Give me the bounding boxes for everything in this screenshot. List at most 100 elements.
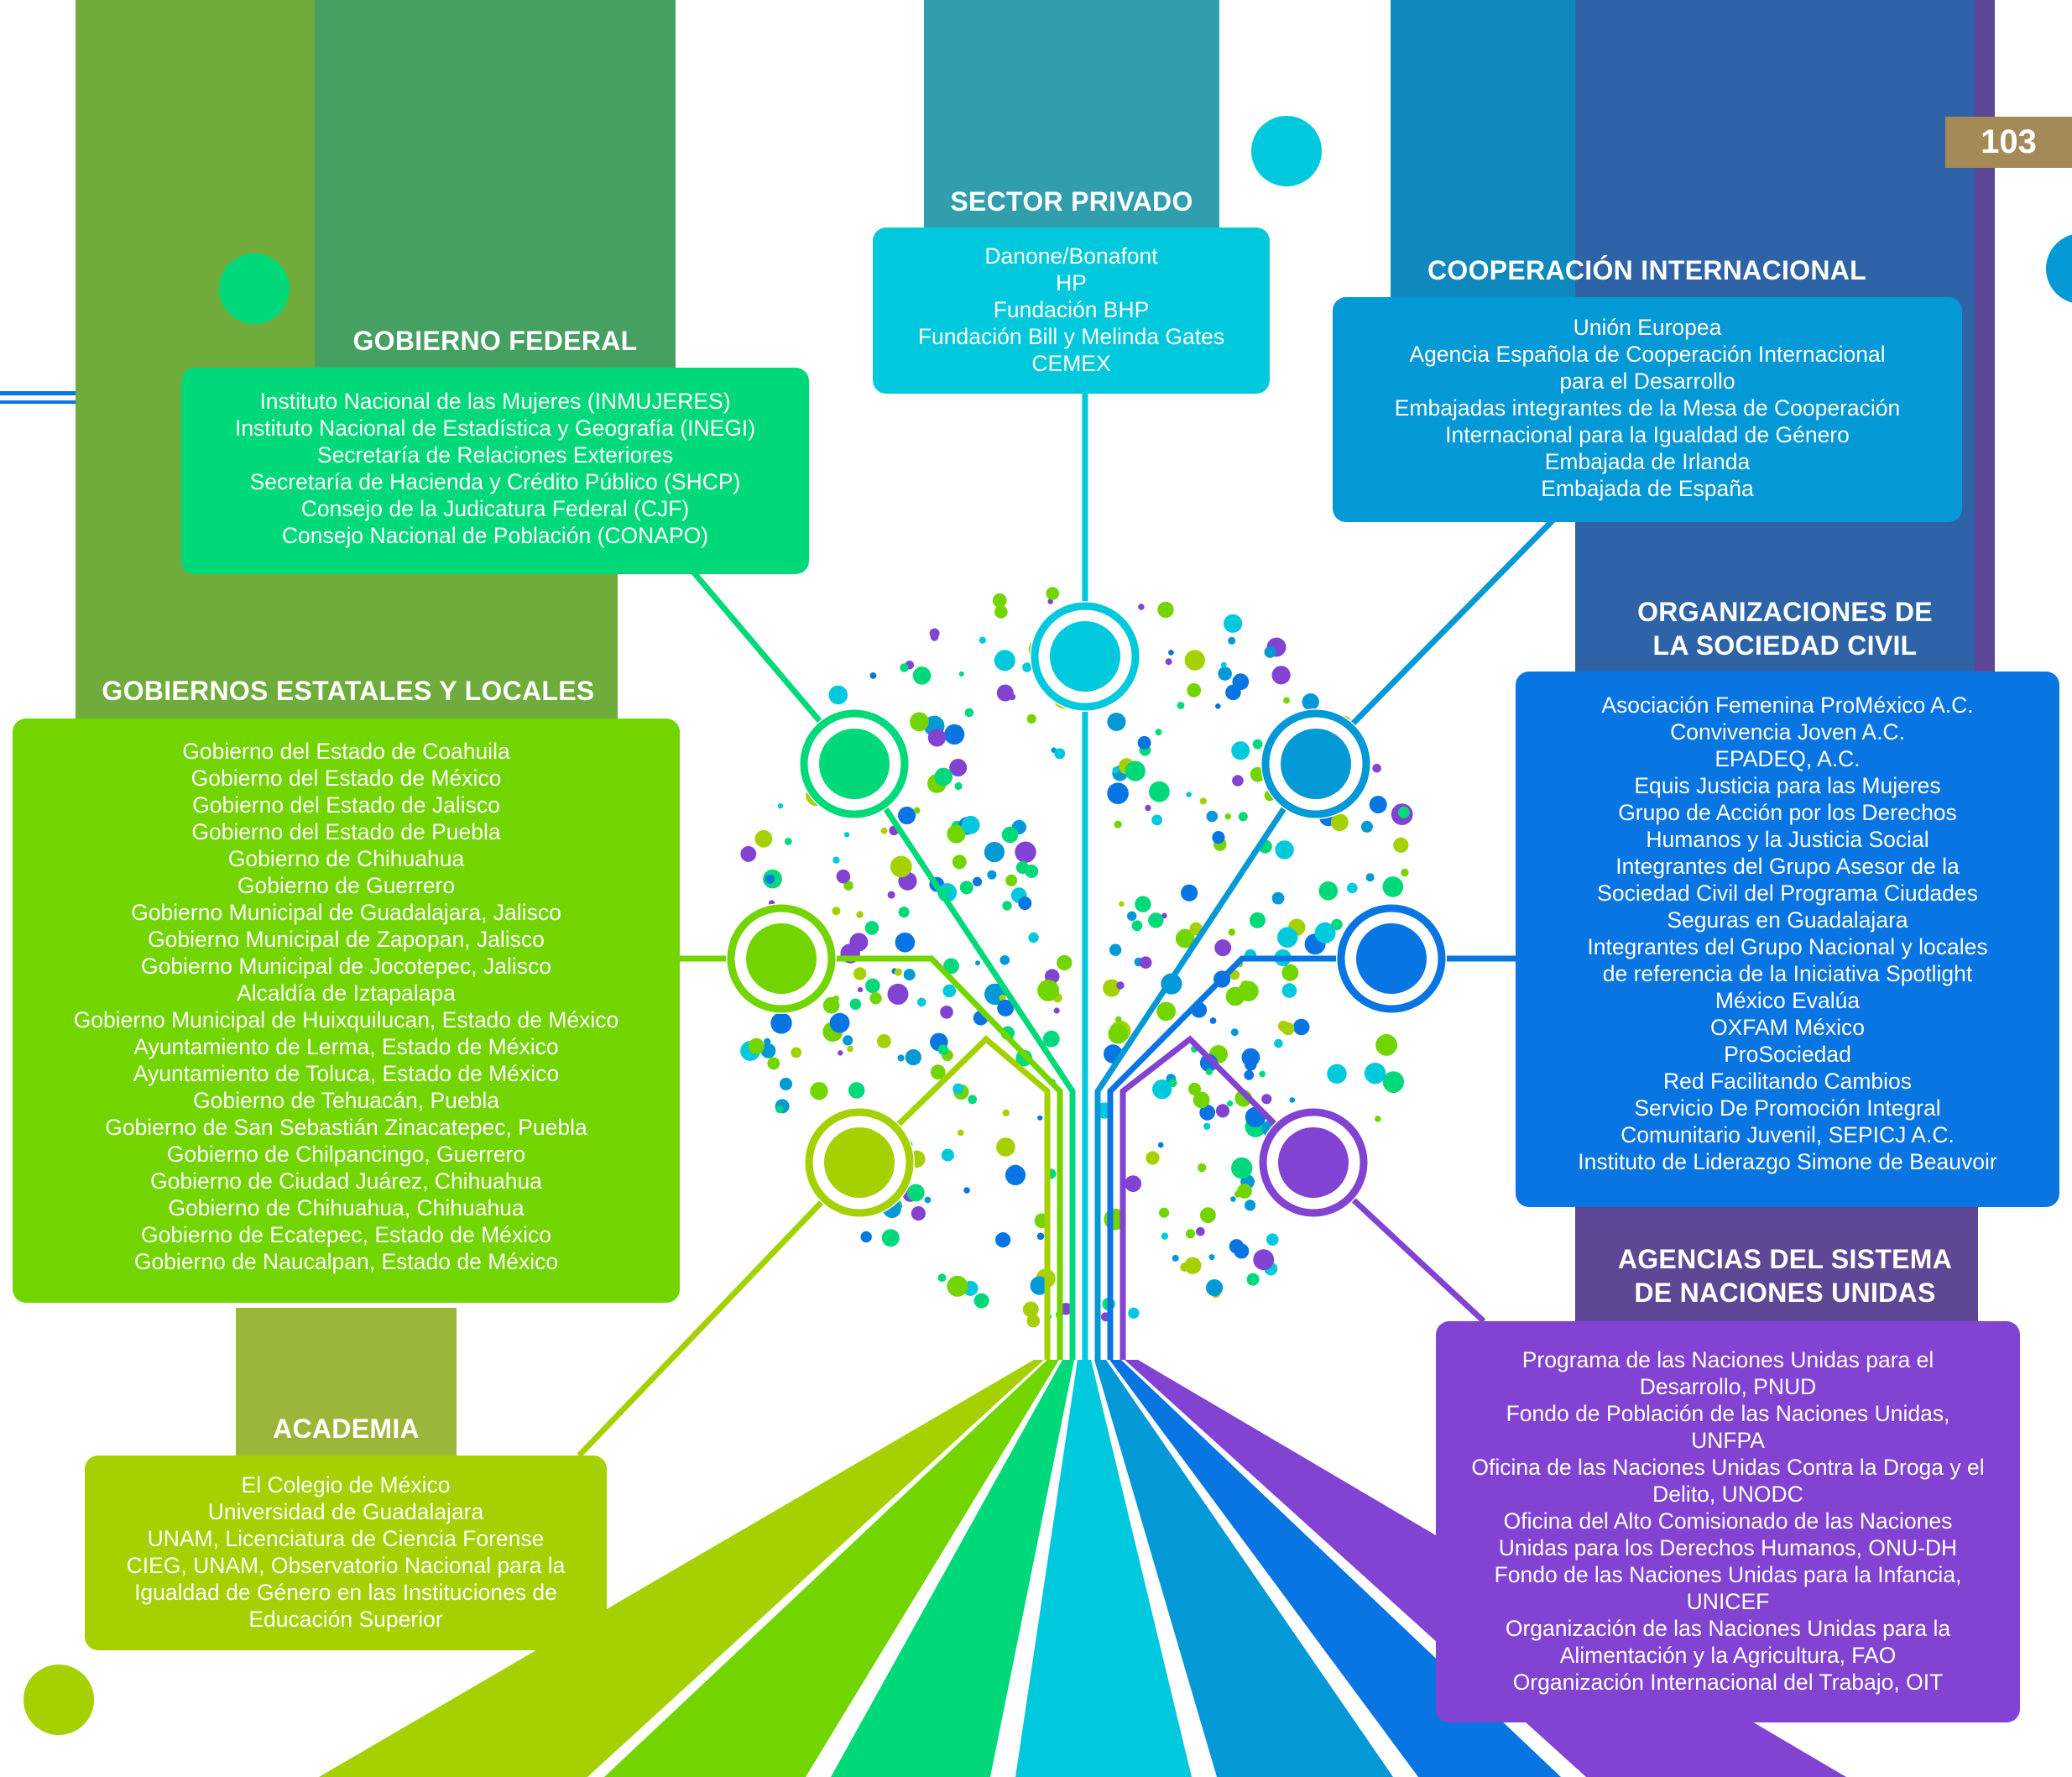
dot: [1109, 943, 1122, 956]
dot: [1238, 812, 1248, 822]
onu-title-line-2: DE NACIONES UNIDAS: [1634, 1278, 1936, 1308]
dot: [1206, 810, 1219, 823]
osc-item: ProSociedad: [1724, 1042, 1851, 1067]
dot: [1042, 1030, 1060, 1048]
dot: [952, 855, 967, 870]
estatales-item: Gobierno de Naucalpan, Estado de México: [133, 1249, 559, 1274]
federal-item: Secretaría de Hacienda y Crédito Público…: [249, 469, 741, 494]
federal-item: Secretaría de Relaciones Exteriores: [316, 442, 674, 468]
dot: [1292, 1018, 1310, 1036]
dot: [1108, 1023, 1129, 1044]
dot: [1264, 645, 1276, 658]
dot: [1187, 682, 1202, 698]
dot: [832, 856, 840, 864]
dot: [987, 870, 997, 880]
dot: [1302, 693, 1319, 711]
dot: [1261, 1094, 1272, 1105]
node-ring: [1337, 904, 1446, 1013]
privado-item: Fundación BHP: [993, 297, 1150, 322]
dot: [1375, 1116, 1381, 1122]
privado-title: SECTOR PRIVADO: [950, 186, 1193, 217]
dot: [1331, 918, 1343, 931]
dot: [1112, 766, 1120, 774]
dot: [1231, 1157, 1253, 1179]
dot: [843, 1035, 853, 1046]
cooperacion-item: Agencia Española de Cooperación Internac…: [1409, 342, 1886, 367]
osc-item: Humanos y la Justicia Social: [1646, 827, 1929, 852]
estatales-item: Gobierno del Estado de México: [190, 766, 502, 791]
dot: [975, 960, 980, 966]
dot: [1214, 939, 1232, 957]
node-ring: [1259, 1108, 1368, 1217]
dot: [887, 983, 909, 1005]
onu-item: Fondo de Población de las Naciones Unida…: [1506, 1401, 1950, 1426]
dot: [777, 803, 784, 809]
node-ring: [805, 1108, 914, 1217]
dot: [1365, 873, 1375, 882]
dot: [890, 855, 912, 878]
dot: [937, 1044, 949, 1055]
dot: [947, 1275, 968, 1297]
dot: [1186, 792, 1192, 797]
academia-title: ACADEMIA: [273, 1414, 420, 1444]
dot: [780, 1077, 792, 1090]
dot: [1215, 1104, 1230, 1118]
dot: [1127, 911, 1137, 922]
dot: [1145, 804, 1151, 812]
dot: [1224, 813, 1231, 820]
dot: [1275, 840, 1294, 860]
dot: [964, 708, 974, 718]
dot: [1022, 662, 1032, 672]
estatales-item: Gobierno de Ciudad Juárez, Chihuahua: [149, 1168, 542, 1194]
dot: [963, 1187, 970, 1194]
dot: [1252, 739, 1263, 750]
dot: [1224, 614, 1243, 633]
dot: [1184, 1257, 1202, 1274]
dot: [828, 685, 848, 705]
dot: [1028, 932, 1039, 943]
node-core: [1356, 923, 1427, 994]
dot: [958, 1129, 964, 1137]
dot: [1026, 1314, 1041, 1328]
federal-item: Consejo Nacional de Población (CONAPO): [281, 523, 709, 548]
dot: [1146, 1151, 1160, 1165]
privado-item: CEMEX: [1031, 351, 1111, 376]
federal-item: Consejo de la Judicatura Federal (CJF): [300, 496, 690, 521]
dot: [913, 807, 921, 814]
dot: [927, 729, 947, 747]
osc-item: de referencia de la Iniciativa Spotlight: [1602, 961, 1973, 986]
dot: [968, 1095, 978, 1105]
estatales-item: Ayuntamiento de Toluca, Estado de México: [133, 1061, 560, 1086]
dot: [937, 1273, 947, 1283]
connector-line: [577, 1035, 1051, 1458]
decorative-line: [0, 391, 76, 395]
dot: [1271, 891, 1285, 905]
dot: [1198, 1163, 1207, 1173]
privado-item: Danone/Bonafont: [984, 243, 1158, 269]
dot: [924, 1196, 932, 1204]
academia-item: Educación Superior: [248, 1607, 443, 1632]
node-ring: [1261, 709, 1370, 818]
dot: [1172, 1254, 1179, 1262]
dot: [1372, 763, 1381, 773]
dot: [1137, 735, 1151, 750]
dot: [847, 1045, 853, 1053]
federal-item: Instituto Nacional de Estadística y Geog…: [234, 416, 756, 441]
dot: [1220, 661, 1227, 668]
dot: [832, 907, 841, 916]
dot: [1001, 826, 1019, 844]
dot: [1037, 1115, 1043, 1121]
cooperacion-title: COOPERACIÓN INTERNACIONAL: [1427, 255, 1867, 285]
dot: [1116, 981, 1125, 990]
academia-item: Igualdad de Género en las Instituciones …: [134, 1580, 557, 1605]
dot: [1125, 1175, 1142, 1192]
dot: [944, 886, 951, 893]
onu-item: Alimentación y la Agricultura, FAO: [1559, 1643, 1897, 1668]
dot: [1246, 1273, 1260, 1286]
estatales-item: Gobierno Municipal de Jocotepec, Jalisco: [140, 954, 552, 979]
dot: [1199, 1105, 1216, 1121]
estatales-item: Gobierno del Estado de Puebla: [191, 819, 501, 844]
dot: [934, 767, 953, 787]
decorative-circles: [0, 116, 2072, 1735]
